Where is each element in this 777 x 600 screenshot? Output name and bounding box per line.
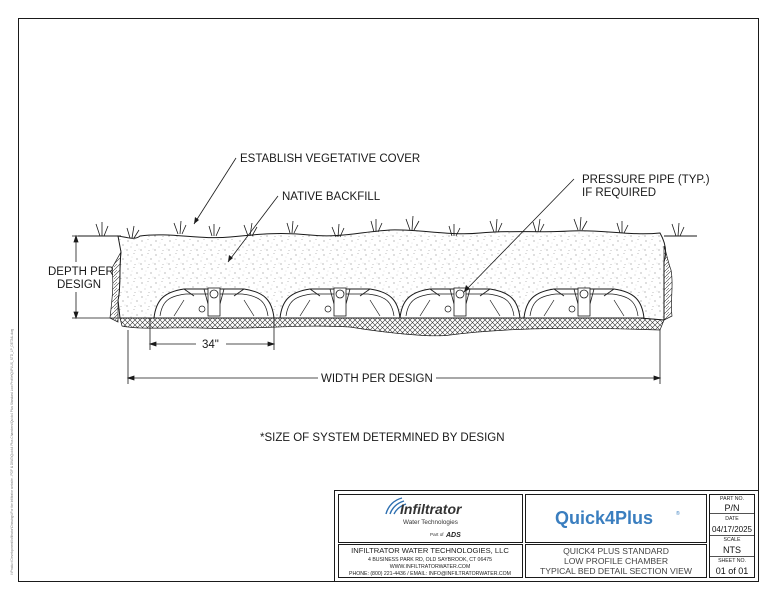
drawing-title-line1: QUICK4 PLUS STANDARD bbox=[563, 546, 669, 556]
label-vegetative-cover: ESTABLISH VEGETATIVE COVER bbox=[240, 153, 420, 165]
date-label: DATE bbox=[725, 516, 739, 522]
sheet-label: SHEET NO. bbox=[718, 558, 746, 564]
pressure-pipe bbox=[455, 289, 465, 299]
company-contact: PHONE: (800) 221-4436 / EMAIL: INFO@INFI… bbox=[349, 571, 511, 577]
trench-wall-right bbox=[663, 245, 673, 321]
label-if-required: IF REQUIRED bbox=[582, 187, 656, 199]
leader-vegetative bbox=[193, 157, 237, 225]
pressure-pipe bbox=[209, 289, 219, 299]
label-pressure-pipe: PRESSURE PIPE (TYP.) bbox=[582, 174, 710, 186]
logo-swoosh-icon bbox=[385, 497, 407, 515]
leader-arrows bbox=[194, 217, 470, 292]
logo-company-sub: Water Technologies bbox=[403, 519, 458, 526]
pressure-pipe bbox=[579, 289, 589, 299]
company-address: 4 BUSINESS PARK RD, OLD SAYBROOK, CT 064… bbox=[368, 557, 492, 563]
trench-wall-left bbox=[109, 251, 122, 323]
logo-company-name: Infiltrator bbox=[400, 501, 463, 517]
chamber bbox=[279, 287, 401, 319]
product-logo-mark: ® bbox=[676, 510, 680, 517]
logo-part-of: Part of bbox=[430, 532, 444, 537]
bed-cross-section bbox=[78, 215, 697, 337]
design-note: *SIZE OF SYSTEM DETERMINED BY DESIGN bbox=[260, 432, 505, 444]
drawing-title-line3: TYPICAL BED DETAIL SECTION VIEW bbox=[540, 566, 693, 576]
leader-backfill bbox=[227, 195, 279, 263]
pressure-pipe bbox=[335, 289, 345, 299]
trench-bottom bbox=[119, 317, 665, 337]
scale-label: SCALE bbox=[723, 537, 741, 543]
chamber bbox=[523, 287, 645, 319]
infiltrator-logo: Infiltrator Water Technologies Part of A… bbox=[385, 497, 463, 539]
system-width-dimension bbox=[126, 330, 662, 384]
file-path-note: I:\Product Development\Infiltrator\Drawi… bbox=[10, 329, 14, 575]
chamber-width-dimension bbox=[148, 318, 276, 350]
leader-pressure-pipe bbox=[463, 178, 575, 293]
scale-value: NTS bbox=[723, 545, 741, 555]
company-website: WWW.INFILTRATORWATER.COM bbox=[390, 564, 471, 570]
leader-lines bbox=[193, 157, 575, 293]
title-block bbox=[334, 490, 759, 582]
part-no-label: PART NO. bbox=[720, 496, 744, 502]
chamber bbox=[399, 287, 521, 319]
chamber bbox=[153, 287, 275, 319]
label-depth-line1: DEPTH PER bbox=[48, 266, 114, 278]
label-depth-line2: DESIGN bbox=[57, 279, 101, 291]
part-no-value: P/N bbox=[724, 503, 739, 513]
company-name: INFILTRATOR WATER TECHNOLOGIES, LLC bbox=[351, 546, 509, 555]
label-native-backfill: NATIVE BACKFILL bbox=[282, 191, 381, 203]
product-logo: Quick4Plus bbox=[555, 508, 653, 528]
logo-ads: ADS bbox=[445, 532, 461, 539]
label-chamber-width: 34" bbox=[202, 339, 219, 351]
chamber-row bbox=[153, 287, 645, 319]
label-system-width: WIDTH PER DESIGN bbox=[321, 373, 433, 385]
depth-dimension bbox=[72, 234, 124, 320]
date-value: 04/17/2025 bbox=[712, 525, 753, 534]
sheet-value: 01 of 01 bbox=[716, 566, 749, 576]
grass-tufts bbox=[95, 215, 685, 239]
drawing-title-line2: LOW PROFILE CHAMBER bbox=[564, 556, 668, 566]
